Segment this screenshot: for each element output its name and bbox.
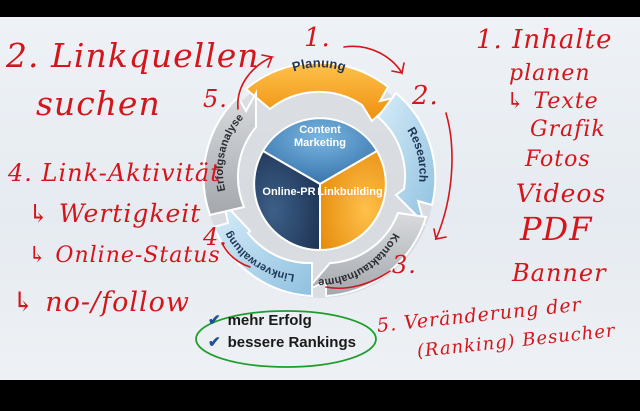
note-online-status: ↳ Online-Status [28,243,221,268]
step-number-3: 3. [392,251,417,279]
note-suchen: suchen [36,84,161,123]
step-number-2: 2. [412,81,439,111]
checklist-item-2: ✔ bessere Rankings [208,333,356,351]
segment-kontaktaufnahme-shape [305,211,428,298]
green-checklist-circle [195,310,377,368]
note-inhalte: 1. Inhalte [476,25,613,55]
step-number-4: 4. [203,223,228,251]
note-pdf: PDF [520,210,593,248]
checklist-item-2-label: bessere Rankings [227,334,356,351]
segment-label-planung: Planung [290,55,347,74]
note-grafik: Grafik [530,117,606,142]
red-cycle-arrows [221,45,453,290]
note-wertigkeit: ↳ Wertigkeit [28,199,202,228]
checkmark-icon: ✔ [208,334,221,351]
segment-erfolgsanalyse-shape [202,89,257,217]
slide: Content Marketing Online-PR Linkbuilding… [0,17,640,380]
center-right-label: Linkbuilding [317,186,382,198]
note-link-aktivitaet: 4. Link-Aktivität [8,159,221,187]
cycle-diagram: Content Marketing Online-PR Linkbuilding… [195,45,453,368]
center-content-marketing [261,117,379,186]
segment-research-shape [376,91,437,227]
checkmark-icon: ✔ [208,312,221,329]
center-top-line2: Marketing [294,137,346,149]
center-left-label: Online-PR [262,186,315,198]
step-number-5: 5. [203,85,228,113]
step-number-1: 1. [304,23,331,53]
segment-linkverwaltung-shape [212,199,313,298]
svg-text:Planung: Planung [290,55,347,74]
note-linkquellen: 2. Linkquellen [6,36,260,75]
checklist-item-1-label: mehr Erfolg [227,312,312,329]
segment-planung-shape [244,61,402,123]
note-texte: ↳ Texte [506,89,599,114]
note-videos: Videos [516,179,607,208]
checklist-item-1: ✔ mehr Erfolg [208,311,312,329]
center-linkbuilding [319,149,387,252]
note-banner: Banner [512,259,607,287]
note-no-follow: ↳ no-/follow [12,287,190,318]
note-planen: planen [509,61,591,86]
center-top-line1: Content [299,124,341,136]
center-online-pr [253,149,321,252]
note-fotos: Fotos [525,147,591,172]
